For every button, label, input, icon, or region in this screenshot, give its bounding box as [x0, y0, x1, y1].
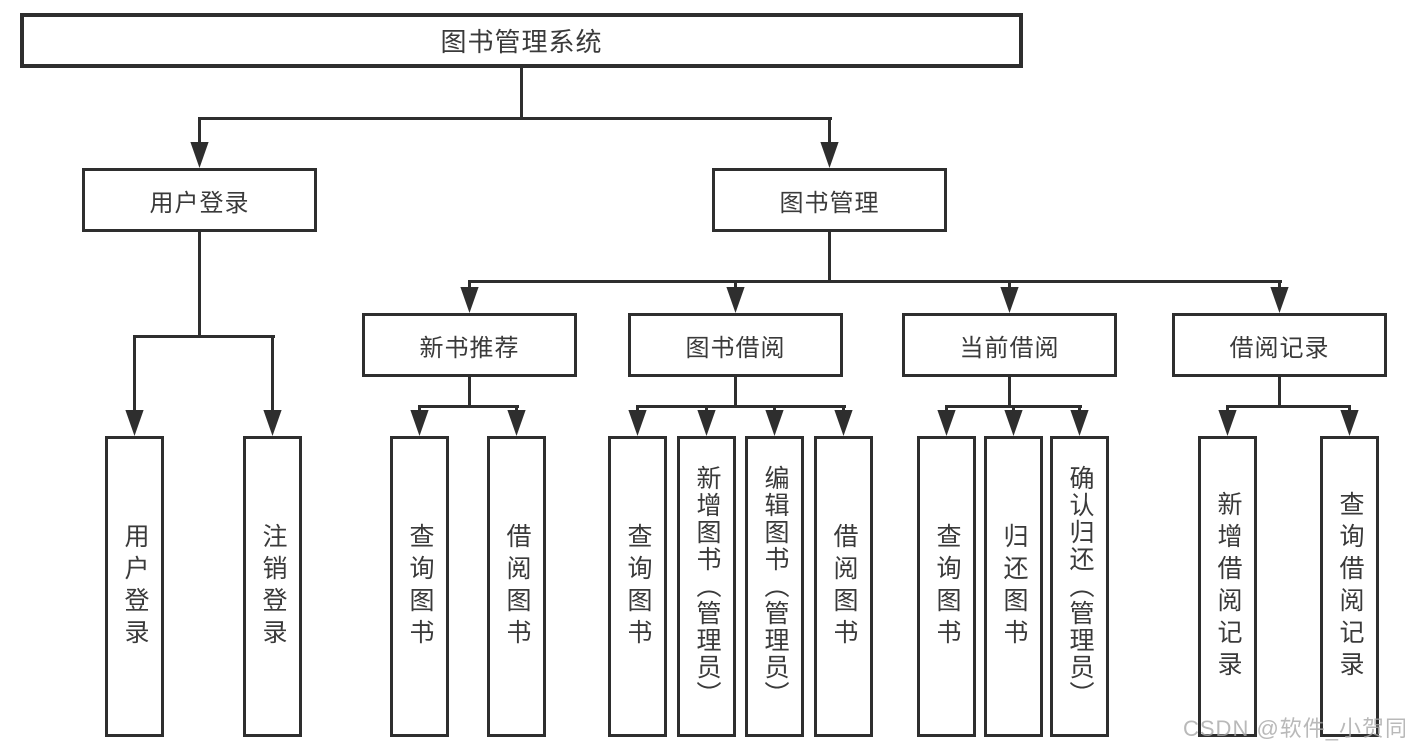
node-leaf-logout: 注销登录	[243, 436, 302, 737]
connector-line	[468, 280, 471, 290]
arrow-down-icon	[765, 410, 784, 436]
node-leaf-label: 用户登录	[121, 522, 149, 651]
connector-line	[1008, 280, 1011, 290]
connector-line	[1078, 405, 1081, 413]
node-root: 图书管理系统	[20, 13, 1023, 68]
node-leaf-label: 确认归还（管理员）	[1066, 465, 1094, 708]
node-leaf-query-borrow-record: 查询借阅记录	[1320, 436, 1379, 737]
connector-line	[133, 335, 275, 338]
connector-line	[1348, 405, 1351, 413]
node-leaf-add-books-admin: 新增图书（管理员）	[677, 436, 736, 737]
connector-line	[828, 232, 831, 283]
connector-line	[515, 405, 518, 413]
arrow-down-icon	[460, 287, 479, 313]
connector-line	[418, 405, 519, 408]
node-book-borrow-label: 图书借阅	[685, 334, 786, 362]
node-leaf-label: 借阅图书	[503, 522, 531, 651]
connector-line	[198, 117, 832, 120]
connector-line	[271, 335, 274, 412]
node-leaf-borrow-books: 借阅图书	[814, 436, 873, 737]
connector-line	[520, 68, 523, 120]
node-leaf-query-books-rec: 查询图书	[390, 436, 449, 737]
connector-line	[468, 280, 1282, 283]
connector-line	[468, 377, 471, 408]
arrow-down-icon	[726, 287, 745, 313]
node-new-book-rec-label: 新书推荐	[419, 334, 520, 362]
connector-line	[636, 405, 846, 408]
arrow-down-icon	[1340, 410, 1359, 436]
node-root-label: 图书管理系统	[440, 27, 603, 57]
node-book-mgmt: 图书管理	[712, 168, 947, 232]
node-leaf-add-borrow-record: 新增借阅记录	[1198, 436, 1257, 737]
connector-line	[705, 405, 708, 413]
node-borrow-record-label: 借阅记录	[1229, 334, 1330, 362]
arrow-down-icon	[263, 410, 282, 436]
node-leaf-user-login: 用户登录	[105, 436, 164, 737]
node-leaf-label: 查询借阅记录	[1336, 490, 1364, 683]
node-leaf-edit-books-admin: 编辑图书（管理员）	[745, 436, 804, 737]
connector-line	[198, 117, 201, 146]
node-borrow-record: 借阅记录	[1172, 313, 1387, 377]
node-leaf-label: 查询图书	[406, 522, 434, 651]
connector-line	[1012, 405, 1015, 413]
connector-line	[1008, 377, 1011, 408]
watermark: CSDN @软件_小贺同学	[1183, 716, 1405, 741]
node-leaf-query-books-current: 查询图书	[917, 436, 976, 737]
node-book-borrow: 图书借阅	[628, 313, 843, 377]
arrow-down-icon	[410, 410, 429, 436]
connector-line	[734, 280, 737, 290]
connector-line	[773, 405, 776, 413]
connector-line	[198, 232, 201, 338]
connector-line	[842, 405, 845, 413]
node-leaf-label: 编辑图书（管理员）	[761, 465, 789, 708]
node-current-borrow-label: 当前借阅	[959, 334, 1060, 362]
node-current-borrow: 当前借阅	[902, 313, 1117, 377]
node-leaf-label: 新增借阅记录	[1214, 490, 1242, 683]
arrow-down-icon	[190, 142, 209, 168]
arrow-down-icon	[937, 410, 956, 436]
connector-line	[1278, 280, 1281, 290]
connector-line	[734, 377, 737, 408]
node-leaf-label: 借阅图书	[830, 522, 858, 651]
connector-line	[1278, 377, 1281, 408]
node-leaf-query-books: 查询图书	[608, 436, 667, 737]
arrow-down-icon	[820, 142, 839, 168]
arrow-down-icon	[697, 410, 716, 436]
node-book-mgmt-label: 图书管理	[779, 189, 880, 217]
connector-line	[636, 405, 639, 413]
arrow-down-icon	[834, 410, 853, 436]
arrow-down-icon	[1218, 410, 1237, 436]
node-new-book-rec: 新书推荐	[362, 313, 577, 377]
arrow-down-icon	[1070, 410, 1089, 436]
arrow-down-icon	[1270, 287, 1289, 313]
arrow-down-icon	[1004, 410, 1023, 436]
arrow-down-icon	[628, 410, 647, 436]
node-leaf-label: 归还图书	[1000, 522, 1028, 651]
node-leaf-borrow-books-rec: 借阅图书	[487, 436, 546, 737]
connector-line	[133, 335, 136, 412]
arrow-down-icon	[125, 410, 144, 436]
arrow-down-icon	[507, 410, 526, 436]
node-leaf-return-books: 归还图书	[984, 436, 1043, 737]
connector-line	[1226, 405, 1229, 413]
connector-line	[945, 405, 948, 413]
node-leaf-label: 新增图书（管理员）	[693, 465, 721, 708]
node-leaf-confirm-return-admin: 确认归还（管理员）	[1050, 436, 1109, 737]
node-leaf-label: 注销登录	[259, 522, 287, 651]
connector-line	[828, 117, 831, 146]
node-user-login: 用户登录	[82, 168, 317, 232]
node-leaf-label: 查询图书	[933, 522, 961, 651]
node-leaf-label: 查询图书	[624, 522, 652, 651]
node-user-login-label: 用户登录	[149, 189, 250, 217]
arrow-down-icon	[1000, 287, 1019, 313]
connector-line	[418, 405, 421, 413]
connector-line	[1226, 405, 1351, 408]
